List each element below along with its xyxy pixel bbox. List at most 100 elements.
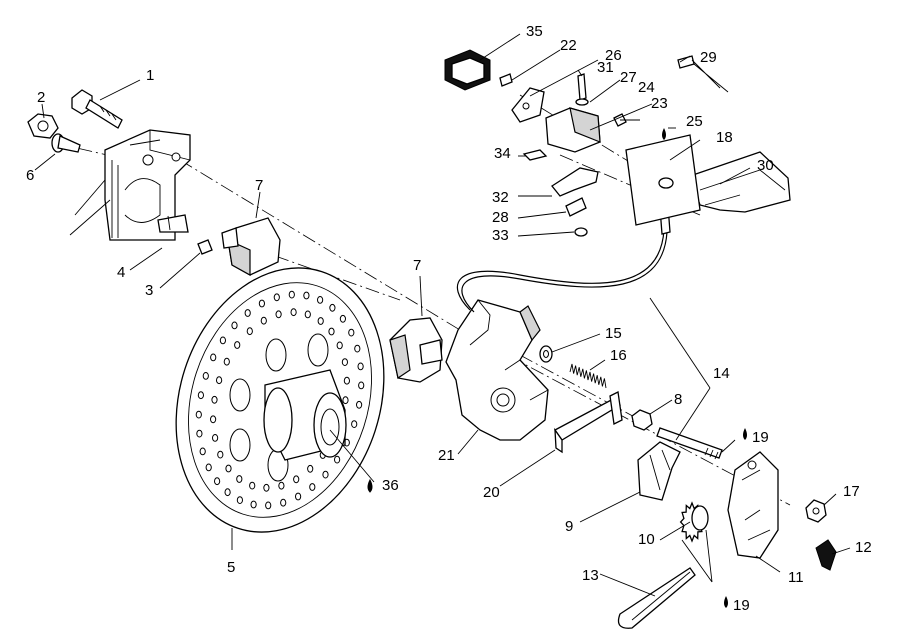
label-16: 16 <box>610 347 627 364</box>
disc-vent-hole <box>219 336 226 345</box>
label-28: 28 <box>492 209 509 226</box>
disc-vent-hole <box>317 317 324 325</box>
spacer-part-6 <box>51 133 81 153</box>
frame-housing <box>69 129 191 241</box>
disc-vent-hole <box>224 488 231 497</box>
nut-part-17 <box>805 499 827 523</box>
disc-vent-hole <box>273 293 280 302</box>
ratchet-wheel-part-10 <box>679 501 709 543</box>
brake-pad-part-7-right <box>389 317 443 383</box>
label-23: 23 <box>651 95 668 112</box>
disc-vent-hole <box>236 496 243 505</box>
disc-vent-hole <box>295 492 302 501</box>
disc-vent-hole <box>231 321 238 330</box>
disc-vent-hole <box>216 376 223 385</box>
cotter-pin-part-13 <box>617 567 696 629</box>
disc-vent-hole <box>250 500 257 509</box>
label-8: 8 <box>674 391 682 408</box>
label-33: 33 <box>492 227 509 244</box>
screw-part-22 <box>499 73 513 87</box>
lever-part-32 <box>551 167 599 197</box>
disc-vent-hole <box>234 341 241 349</box>
pin-part-31 <box>575 73 589 106</box>
label-30: 30 <box>757 157 774 174</box>
disc-vent-hole <box>246 327 253 336</box>
label-14: 14 <box>713 365 730 382</box>
disc-vent-hole <box>343 376 350 385</box>
label-29: 29 <box>700 49 717 66</box>
label-34: 34 <box>494 145 511 162</box>
disc-vent-hole <box>212 434 219 442</box>
label-19-bottom: 19 <box>733 597 750 614</box>
label-32: 32 <box>492 189 509 206</box>
label-27: 27 <box>620 69 637 86</box>
adjuster-shaft <box>656 427 723 460</box>
disc-vent-hole <box>210 353 217 362</box>
disc-vent-hole <box>303 291 310 300</box>
label-19-top: 19 <box>752 429 769 446</box>
lever-part-9 <box>637 441 681 501</box>
label-12: 12 <box>855 539 872 556</box>
label-22: 22 <box>560 37 577 54</box>
disc-vent-hole <box>265 501 272 510</box>
bolt-part-1 <box>71 89 123 129</box>
disc-vent-hole <box>317 296 324 304</box>
disc-vent-hole <box>199 447 206 456</box>
disc-vent-hole <box>197 391 204 400</box>
disc-vent-hole <box>202 372 209 380</box>
disc-vent-hole <box>339 314 346 323</box>
nut-part-2 <box>27 113 59 139</box>
label-6: 6 <box>26 167 34 184</box>
disc-vent-hole <box>225 464 232 473</box>
bracket-part-4 <box>157 214 189 233</box>
disc-vent-hole <box>309 483 316 491</box>
disc-vent-hole <box>249 481 256 490</box>
disc-vent-hole <box>275 310 282 319</box>
label-21: 21 <box>438 447 455 464</box>
label-3: 3 <box>145 282 153 299</box>
disc-vent-hole <box>205 463 212 472</box>
label-2: 2 <box>37 89 45 106</box>
disc-vent-hole <box>351 420 358 429</box>
disc-vent-hole <box>336 341 343 350</box>
disc-vent-hole <box>288 290 295 299</box>
clip-part-28 <box>565 197 587 217</box>
disc-vent-hole <box>263 483 270 492</box>
label-7-left: 7 <box>255 177 263 194</box>
label-13: 13 <box>582 567 599 584</box>
lubrication-drop-icons <box>367 128 747 608</box>
bracket-plate-part-18 <box>625 134 701 226</box>
disc-vent-hole <box>236 475 243 483</box>
disc-vent-hole <box>217 450 224 459</box>
label-17: 17 <box>843 483 860 500</box>
label-36: 36 <box>382 477 399 494</box>
disc-vent-hole <box>322 470 329 479</box>
label-10: 10 <box>638 531 655 548</box>
label-20: 20 <box>483 484 500 501</box>
disc-vent-hole <box>260 316 267 325</box>
spring-part-16 <box>569 363 607 389</box>
label-9: 9 <box>565 518 573 535</box>
disc-vent-hole <box>334 455 341 464</box>
label-25: 25 <box>686 113 703 130</box>
disc-vent-hole <box>210 415 217 424</box>
bracket-part-20 <box>554 391 623 454</box>
label-26: 26 <box>605 47 622 64</box>
disc-vent-hole <box>354 344 361 353</box>
disc-vent-hole <box>293 475 300 484</box>
label-18: 18 <box>716 129 733 146</box>
pin-part-34 <box>522 149 548 161</box>
block-part-24 <box>545 107 601 153</box>
disc-vent-hole <box>329 303 336 312</box>
label-31: 31 <box>597 59 614 76</box>
cover-part-11 <box>727 451 779 559</box>
label-5: 5 <box>227 559 235 576</box>
screw-part-12 <box>815 539 837 571</box>
disc-vent-hole <box>214 477 221 486</box>
washer-part-33 <box>574 227 588 237</box>
disc-vent-hole <box>244 309 251 317</box>
label-4: 4 <box>117 264 125 281</box>
part-number-labels: 1 2 3 4 5 6 7 7 8 9 10 11 12 13 14 15 16… <box>26 23 872 614</box>
brake-pad-part-7-left <box>221 217 281 277</box>
